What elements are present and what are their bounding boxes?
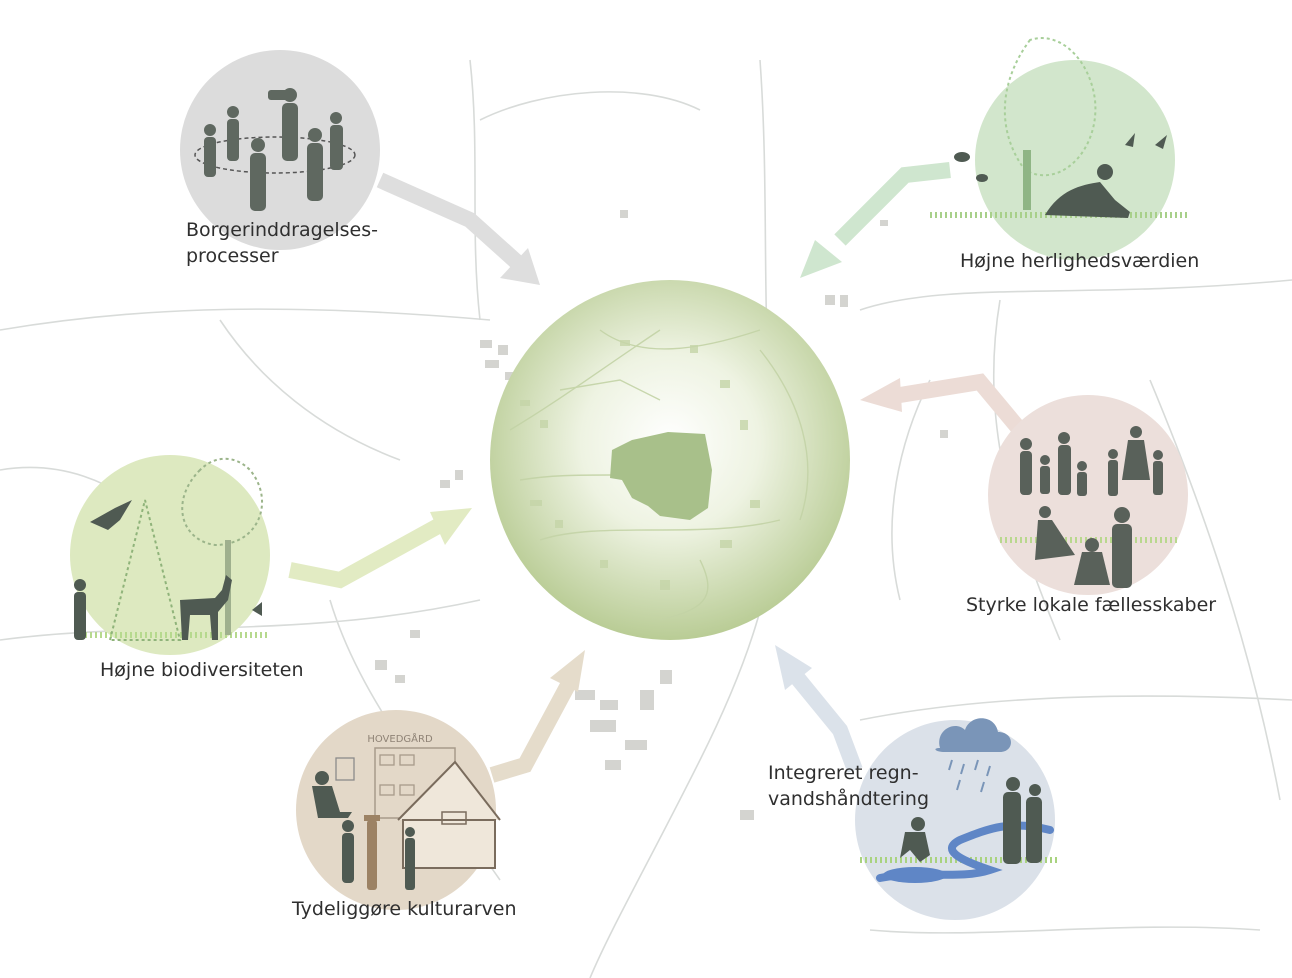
circle-citizen bbox=[180, 50, 380, 250]
label-water-line-2: vandshåndtering bbox=[768, 788, 930, 810]
label-heritage-line-1: Tydeliggøre kulturarven bbox=[292, 898, 517, 920]
forest-deer-icon bbox=[74, 457, 264, 641]
arrow-biodiversity bbox=[288, 508, 472, 589]
circle-amenity bbox=[930, 37, 1190, 260]
label-biodiversity-line-1: Højne biodiversiteten bbox=[100, 659, 304, 681]
label-amenity: Højne herlighedsværdien bbox=[960, 248, 1199, 274]
label-biodiversity: Højne biodiversiteten bbox=[100, 657, 304, 683]
town-map-globe bbox=[490, 280, 850, 640]
manor-house-icon bbox=[312, 747, 501, 890]
circle-community bbox=[988, 395, 1188, 595]
arrow-heritage bbox=[489, 650, 585, 783]
arrow-community bbox=[860, 373, 1027, 436]
label-citizen-line-2: processer bbox=[186, 245, 279, 267]
arrow-water bbox=[775, 645, 863, 773]
label-citizen: Borgerinddragelses- processer bbox=[186, 217, 378, 269]
people-circle-icon bbox=[204, 88, 343, 211]
label-community-line-1: Styrke lokale fællesskaber bbox=[966, 594, 1217, 616]
heritage-sign-text: HOVEDGÅRD bbox=[367, 732, 433, 745]
label-citizen-line-1: Borgerinddragelses- bbox=[186, 219, 378, 241]
label-community: Styrke lokale fællesskaber bbox=[966, 592, 1216, 618]
circle-heritage: HOVEDGÅRD bbox=[296, 710, 501, 910]
circle-water bbox=[855, 718, 1060, 920]
circle-biodiversity bbox=[70, 455, 270, 655]
arrow-citizen bbox=[376, 172, 540, 285]
label-amenity-line-1: Højne herlighedsværdien bbox=[960, 250, 1200, 272]
arrow-amenity bbox=[800, 162, 951, 278]
label-water-line-1: Integreret regn- bbox=[768, 762, 919, 784]
label-water: Integreret regn- vandshåndtering bbox=[768, 760, 929, 812]
green-area-shape bbox=[610, 432, 712, 520]
label-heritage: Tydeliggøre kulturarven bbox=[292, 896, 517, 922]
rain-cloud-icon bbox=[876, 718, 1054, 883]
families-icon bbox=[1020, 426, 1163, 588]
tree-relax-icon bbox=[930, 37, 1190, 218]
